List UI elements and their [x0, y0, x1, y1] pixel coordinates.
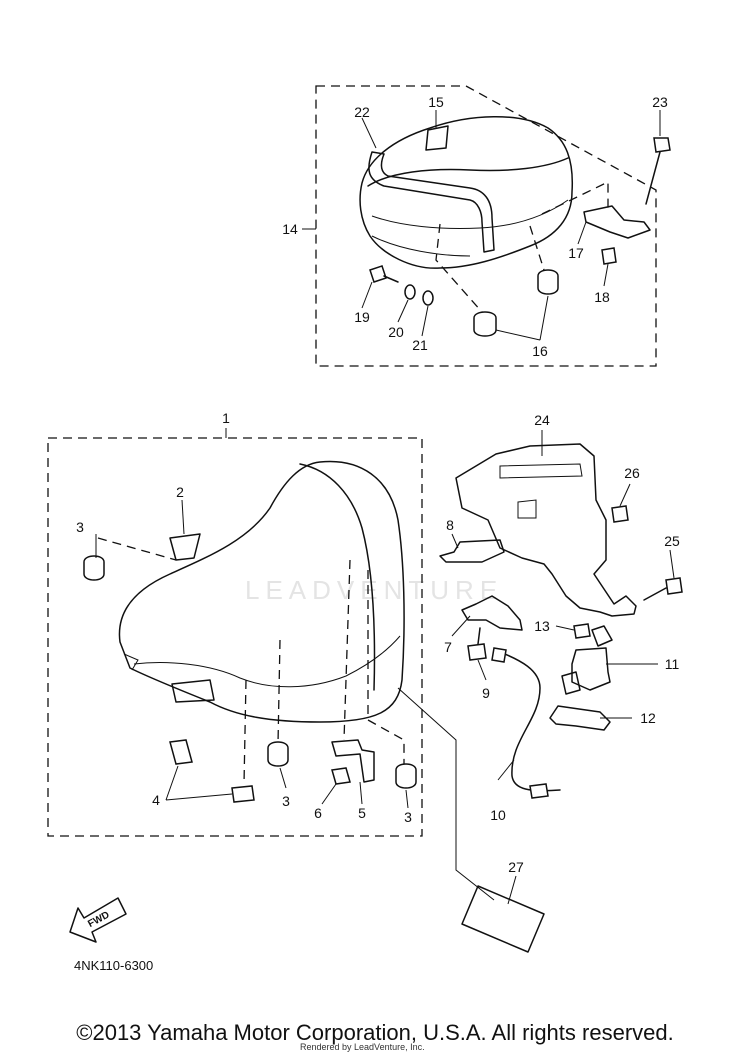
- bolt-23: [645, 137, 671, 205]
- screw-13: [573, 623, 613, 647]
- callout-6: 6: [314, 805, 322, 821]
- group-box-14: [315, 85, 657, 367]
- copyright-notice: ©2013 Yamaha Motor Corporation, U.S.A. A…: [76, 1020, 674, 1045]
- callout-22: 22: [354, 104, 370, 120]
- callout-27: 27: [508, 859, 524, 875]
- callout-14: 14: [282, 221, 298, 237]
- rear-seat-cushion: [359, 116, 574, 269]
- fwd-label: FWD: [86, 910, 111, 930]
- callout-3: 3: [282, 793, 290, 809]
- callout-25: 25: [664, 533, 680, 549]
- washer-21: [422, 290, 434, 306]
- callout-18: 18: [594, 289, 610, 305]
- bolt-25: [643, 577, 683, 601]
- main-seat: [118, 460, 405, 723]
- group-box-1: [47, 437, 423, 837]
- callout-16: 16: [532, 343, 548, 359]
- callout-19: 19: [354, 309, 370, 325]
- callout-20: 20: [388, 324, 404, 340]
- bolt-9: [467, 627, 487, 661]
- callout-21: 21: [412, 337, 428, 353]
- callout-26: 26: [624, 465, 640, 481]
- callout-9: 9: [482, 685, 490, 701]
- damper-3: [83, 555, 417, 789]
- callout-11: 11: [665, 656, 680, 672]
- callout-4: 4: [152, 792, 160, 808]
- cable-10: [491, 647, 561, 799]
- bracket-8: [439, 539, 505, 563]
- callout-5: 5: [358, 805, 366, 821]
- bracket-17: [583, 205, 651, 239]
- bracket-7: [461, 595, 523, 631]
- callout-15: 15: [428, 94, 444, 110]
- callout-13: 13: [534, 618, 550, 634]
- callout-23: 23: [652, 94, 668, 110]
- bolt-19: [369, 265, 399, 283]
- callout-8: 8: [446, 517, 454, 533]
- rendered-by-credit: Rendered by LeadVenture, Inc.: [300, 1042, 425, 1052]
- callout-2: 2: [176, 484, 184, 500]
- grab-bar: [368, 151, 495, 253]
- bracket-5: [331, 739, 375, 783]
- caution-label-2: [169, 533, 201, 561]
- diagram-code: 4NK110-6300: [74, 958, 154, 973]
- callout-12: 12: [640, 710, 656, 726]
- nut-18: [601, 247, 617, 265]
- nut-6: [331, 767, 351, 785]
- caution-label-15: [425, 125, 449, 151]
- callout-10: 10: [490, 807, 506, 823]
- callout-7: 7: [444, 639, 452, 655]
- side-cover-24: [455, 443, 637, 617]
- warning-label-27: [461, 885, 545, 953]
- bolt-26: [611, 505, 629, 523]
- callout-3: 3: [76, 519, 84, 535]
- damper-16: [473, 269, 559, 337]
- callout-1: 1: [222, 410, 230, 426]
- fwd-arrow: FWD: [69, 897, 127, 943]
- callout-17: 17: [568, 245, 584, 261]
- callout-3: 3: [404, 809, 412, 825]
- seat-lock-11: [561, 647, 611, 695]
- washer-20: [404, 284, 416, 300]
- bracket-12: [549, 705, 611, 731]
- callout-24: 24: [534, 412, 550, 428]
- clip-4: [169, 739, 255, 803]
